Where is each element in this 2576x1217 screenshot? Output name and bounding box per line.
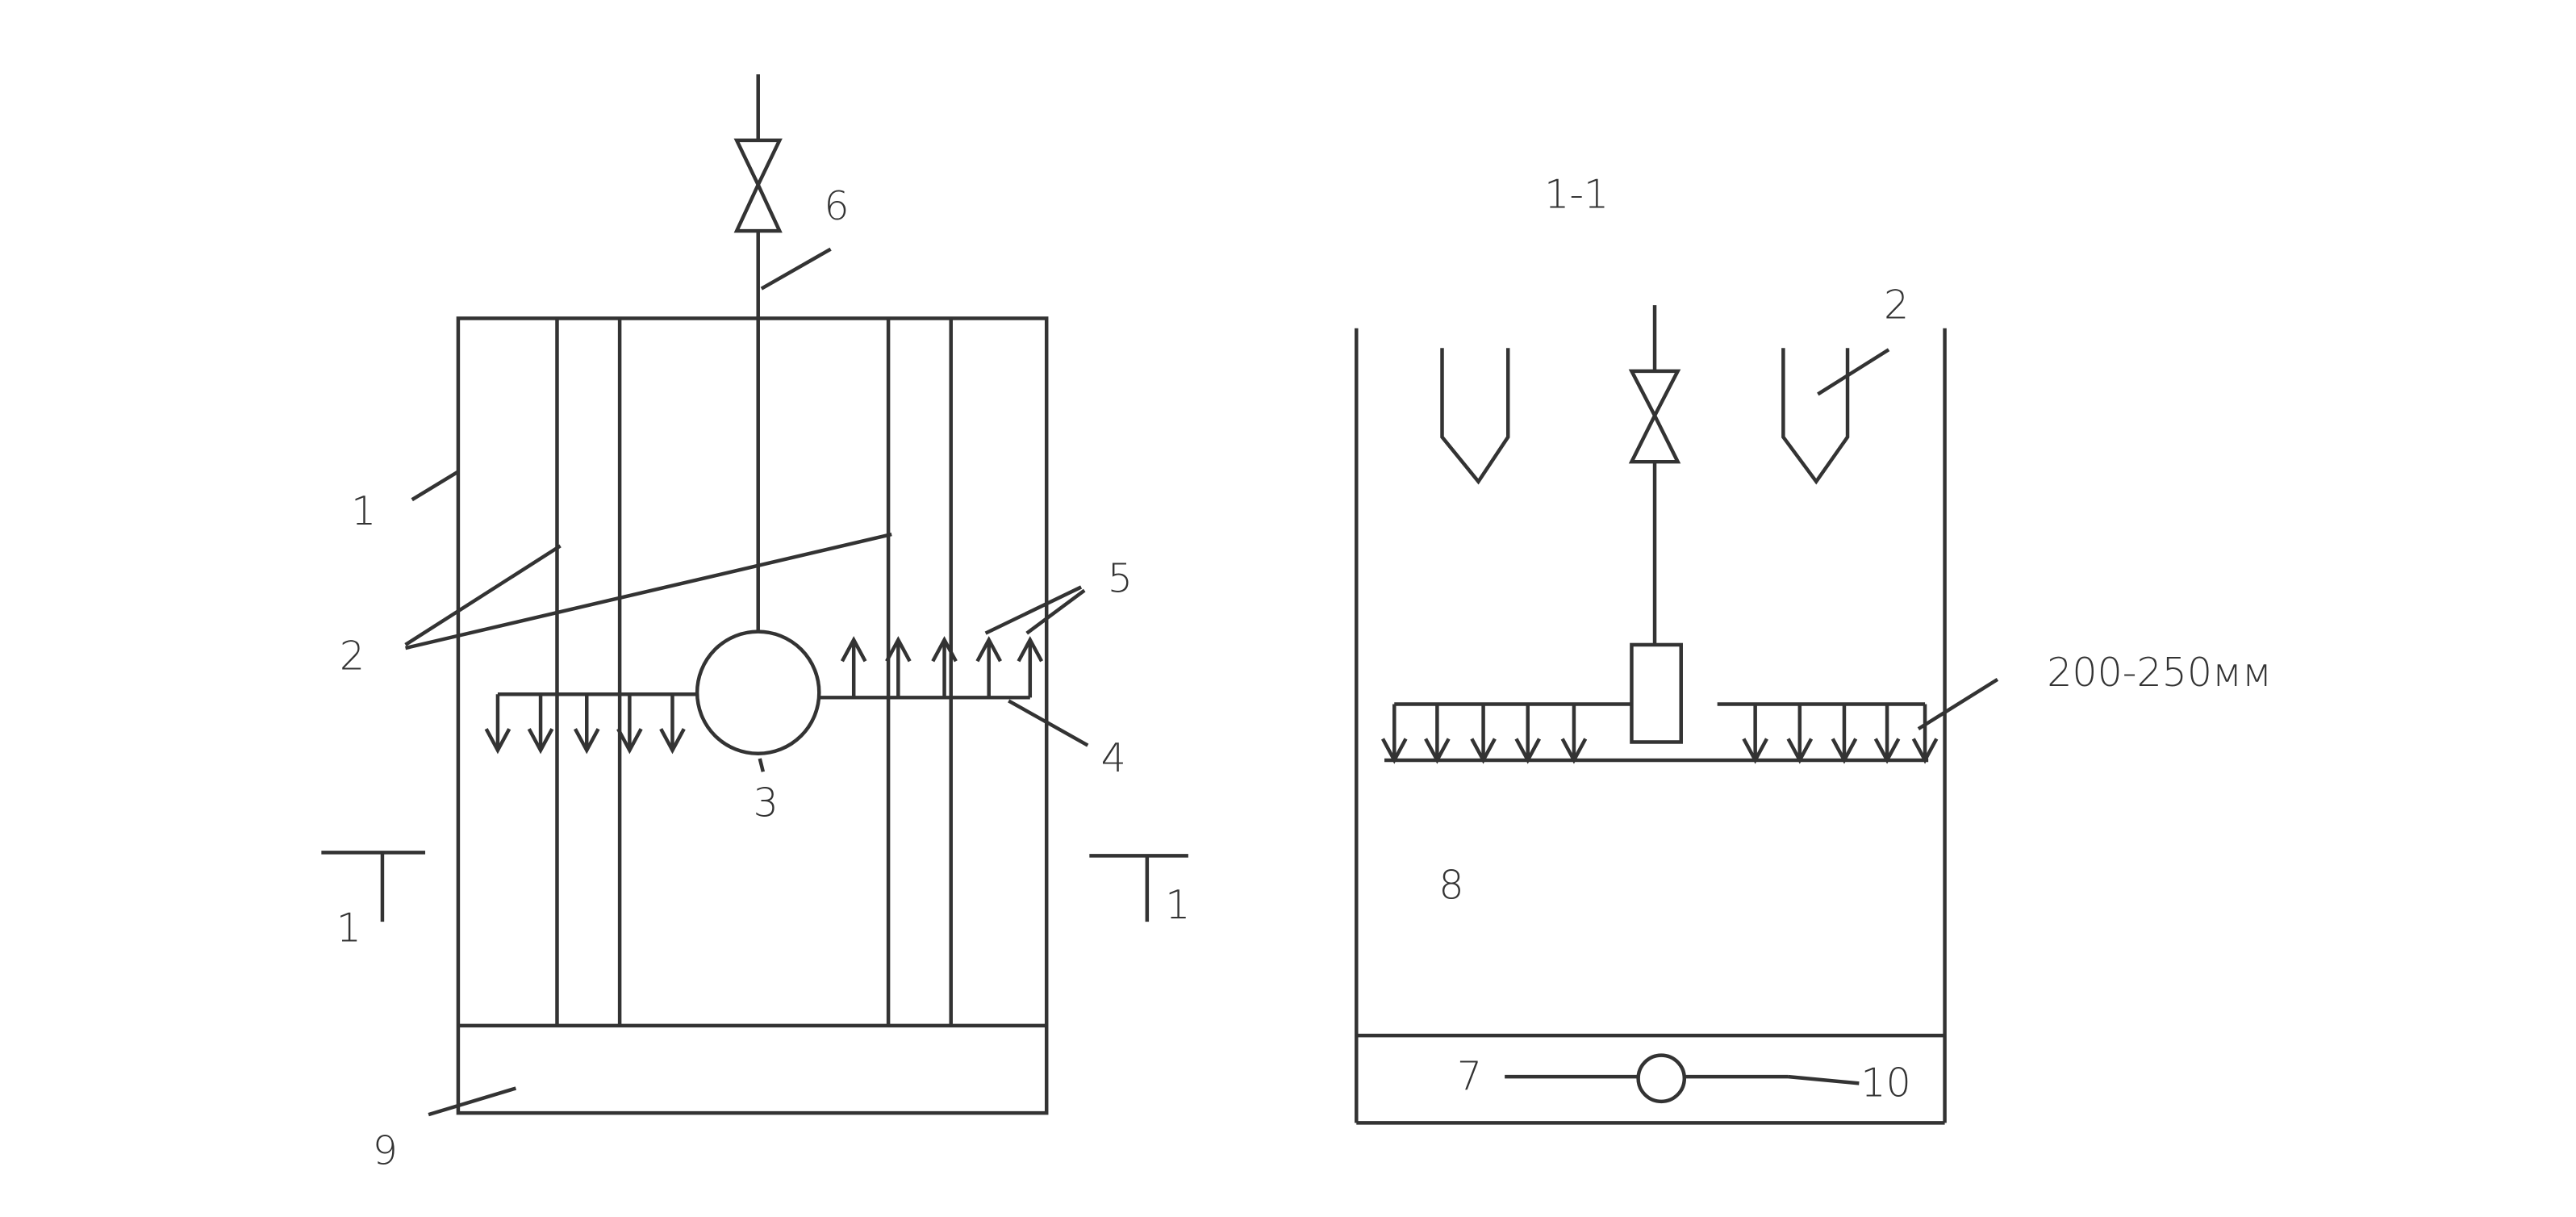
label-6: 6 — [824, 182, 849, 229]
hopper-right — [1781, 348, 1850, 485]
section-cut-left — [321, 851, 426, 922]
label-5: 5 — [1108, 555, 1133, 602]
section-view: 1-1 — [1355, 171, 2272, 1125]
plan-view: 6 1 2 5 4 3 9 1 1 — [321, 74, 1190, 1173]
valve-icon — [1628, 411, 1681, 464]
label-2: 2 — [340, 633, 365, 680]
tank-outline — [456, 316, 1049, 1115]
leader-lines — [404, 247, 1089, 1117]
collector-circle — [1636, 1053, 1687, 1104]
label-9: 9 — [373, 1127, 398, 1173]
label-1: 1 — [351, 487, 376, 534]
label-7: 7 — [1457, 1053, 1482, 1100]
leader-lines — [1788, 348, 1999, 1085]
label-8: 8 — [1438, 862, 1463, 909]
label-2: 2 — [1884, 281, 1909, 328]
label-4: 4 — [1101, 734, 1126, 781]
up-arrows-right — [840, 636, 1044, 698]
valve-icon — [733, 180, 783, 233]
down-arrows-right — [1742, 704, 1939, 764]
dimension-label: 200-250мм — [2047, 649, 2272, 696]
down-arrows-left — [484, 694, 686, 755]
hopper-left — [1440, 348, 1510, 485]
valve-icon — [1628, 369, 1681, 420]
valve-icon — [733, 138, 783, 190]
section-cut-right — [1089, 854, 1188, 922]
distributor-box — [1630, 642, 1683, 744]
cut-label-right: 1 — [1165, 881, 1190, 928]
section-title: 1-1 — [1544, 171, 1609, 218]
down-arrows-left — [1380, 704, 1588, 764]
label-3: 3 — [754, 779, 779, 826]
label-10: 10 — [1860, 1060, 1910, 1106]
cut-label-left: 1 — [336, 905, 361, 951]
distributor-circle — [695, 629, 821, 756]
